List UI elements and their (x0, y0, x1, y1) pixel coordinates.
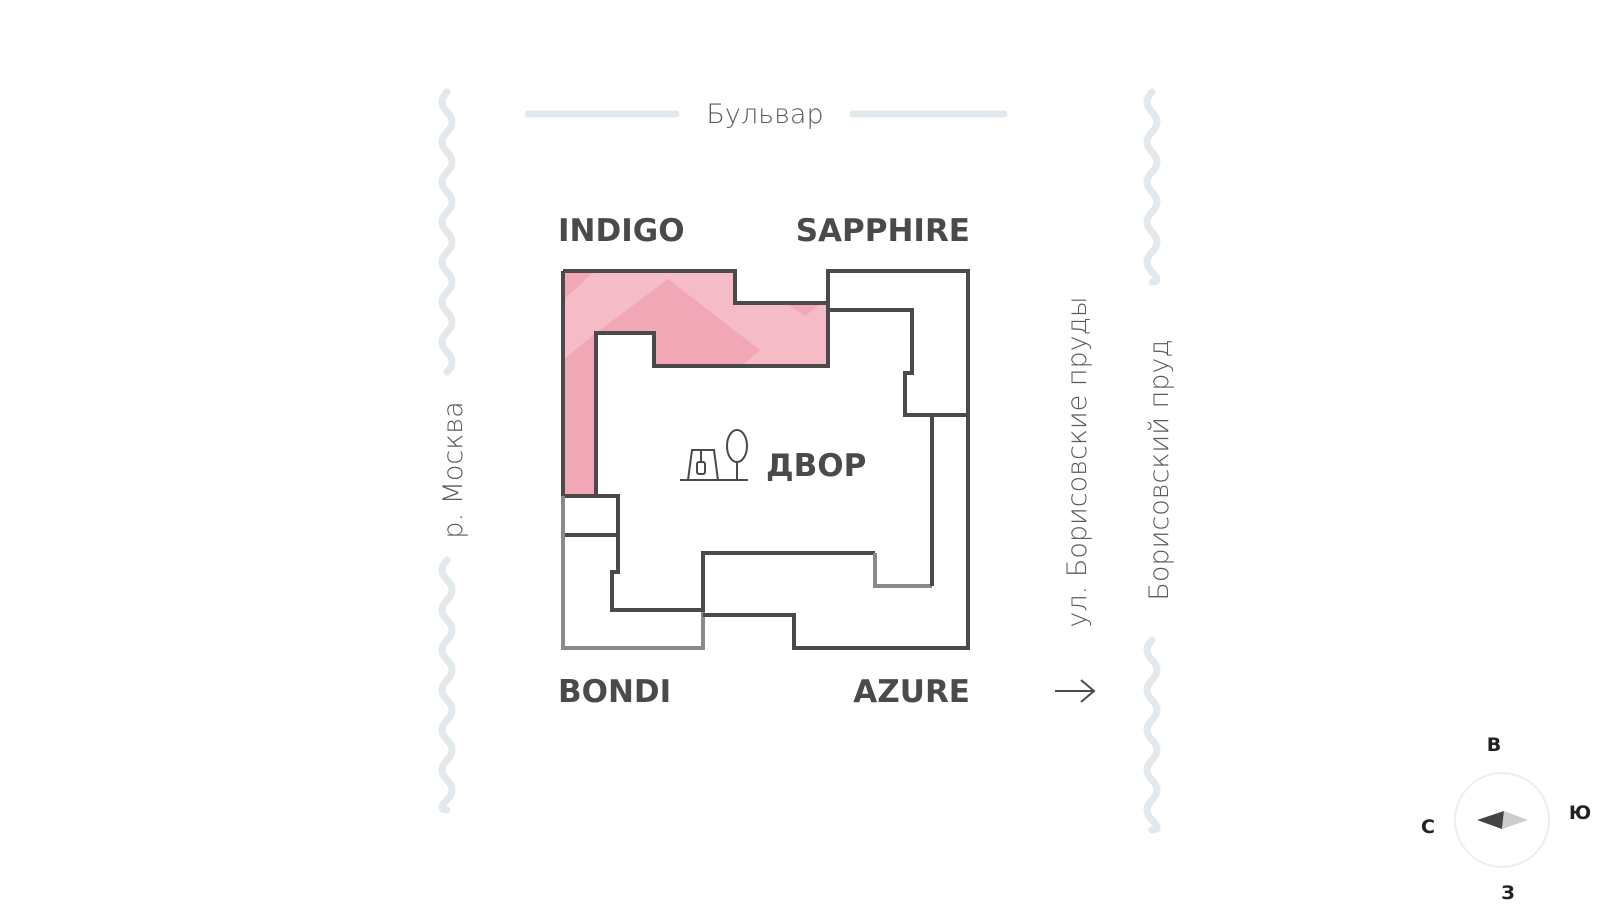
street-label-borisovskie-prudy: ул. Борисовские пруды (1062, 296, 1093, 627)
yard-label: ДВОР (766, 448, 866, 484)
compass-needle-icon (1477, 811, 1528, 829)
building-label-azure[interactable]: AZURE (853, 674, 970, 710)
river-left-line-lower (438, 556, 456, 814)
compass-label-left: С (1421, 816, 1435, 838)
street-label-boulevard: Бульвар (706, 99, 823, 130)
arrow-right-icon (1055, 679, 1096, 703)
building-complex-outline (561, 269, 970, 650)
compass-label-top: В (1487, 734, 1501, 756)
pond-right-line-lower (1143, 636, 1161, 834)
compass-label-bottom: З (1501, 882, 1515, 904)
street-label-moscow-river: р. Москва (438, 401, 469, 538)
building-label-sapphire[interactable]: SAPPHIRE (796, 213, 970, 249)
compass: В Ю З С (1421, 734, 1591, 904)
building-label-bondi[interactable]: BONDI (558, 674, 671, 710)
playground-tree-icon (680, 429, 748, 481)
building-indigo-highlight[interactable] (563, 271, 828, 496)
building-label-indigo[interactable]: INDIGO (558, 213, 685, 249)
street-label-borisovsky-pond: Борисовский пруд (1144, 339, 1175, 600)
pond-right-line (1143, 88, 1161, 286)
river-left-line (438, 88, 456, 376)
compass-label-right: Ю (1569, 802, 1591, 824)
